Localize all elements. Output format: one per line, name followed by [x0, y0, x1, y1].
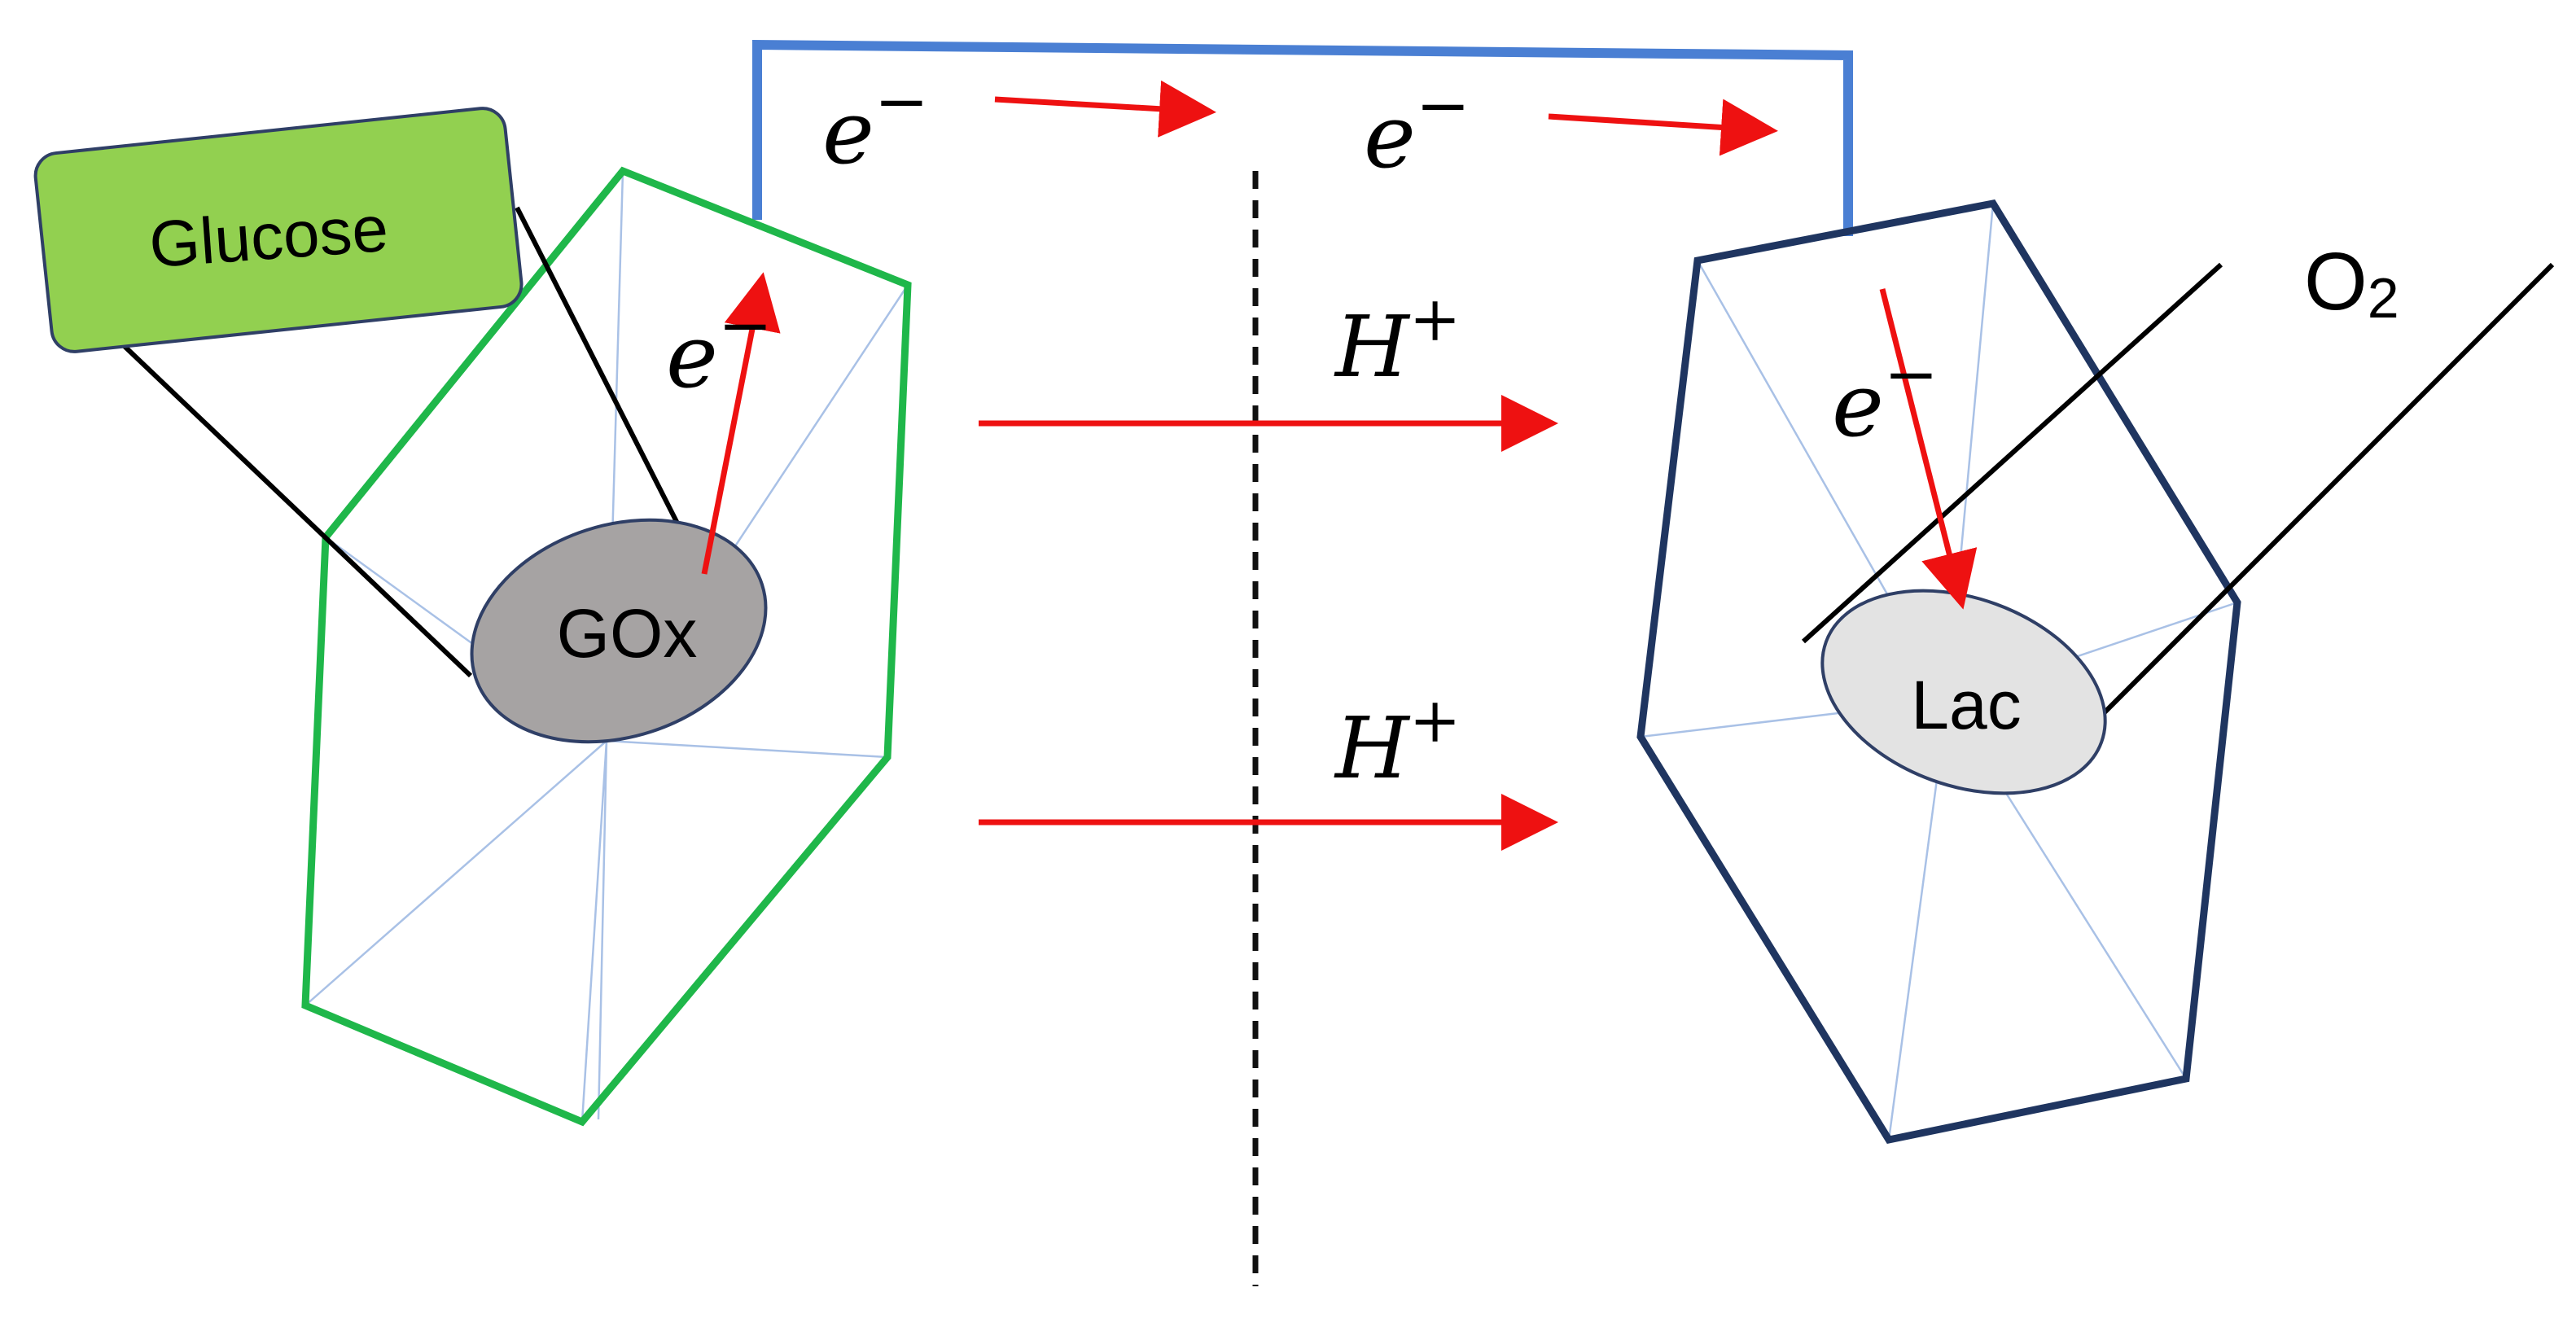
lac-label: Lac	[1911, 667, 2021, 743]
oxygen-subscript: 2	[2368, 266, 2399, 330]
external-wire	[752, 39, 1853, 236]
oxygen-link-left	[1801, 262, 2223, 644]
electron-arrow-top-right	[1548, 99, 1778, 156]
gox-enzyme: GOx	[470, 518, 768, 744]
oxygen-symbol: O	[2304, 236, 2368, 327]
electron-label-top-right: e−	[1364, 68, 1470, 188]
electron-arrow-top-left	[994, 80, 1216, 138]
cathode-outline	[1636, 199, 2241, 1145]
glucose-box: Glucose	[33, 107, 524, 353]
electron-label-cathode: e−	[1832, 336, 1939, 457]
gox-label: GOx	[557, 595, 698, 672]
oxygen-link-right	[2045, 262, 2555, 772]
proton-label-lower: H+	[1334, 684, 1461, 798]
electron-label-top-left: e−	[822, 64, 929, 184]
glucose-label: Glucose	[147, 192, 391, 281]
oxygen-label: O2	[2304, 236, 2399, 330]
proton-label-upper: H+	[1334, 282, 1461, 396]
electron-arrow-gox-up	[701, 272, 781, 575]
glucose-link-right	[515, 206, 699, 562]
lac-enzyme: Lac	[1820, 589, 2107, 795]
electron-arrow-lac-down	[1879, 288, 1978, 610]
electron-label-anode: e−	[666, 287, 773, 408]
